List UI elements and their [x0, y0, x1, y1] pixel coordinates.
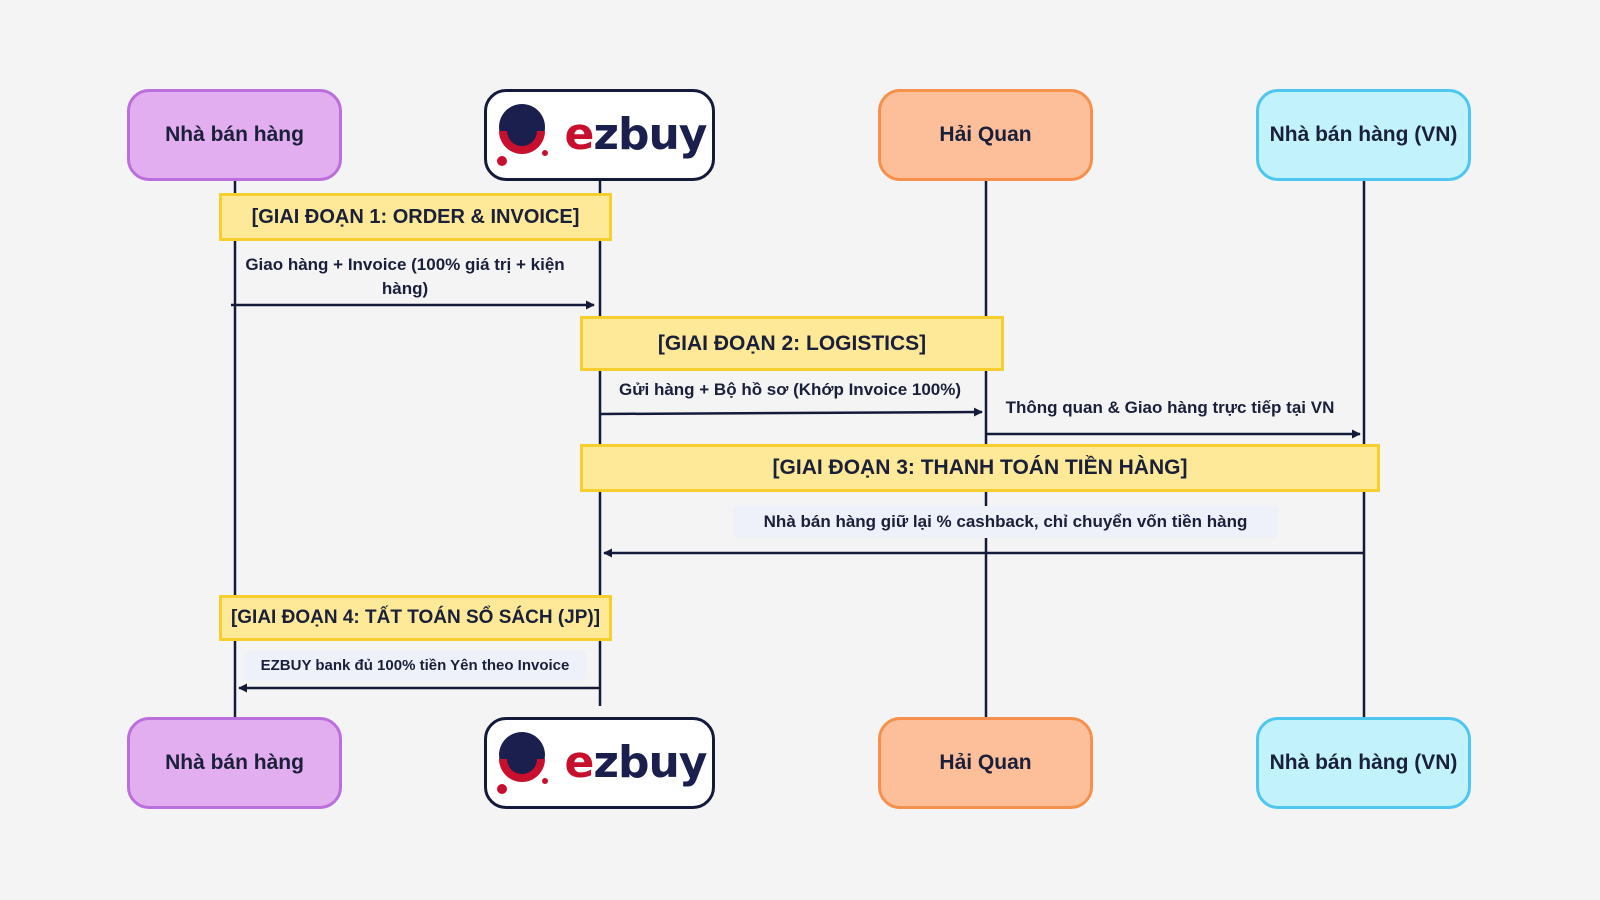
- phase-label: [GIAI ĐOẠN 4: TẤT TOÁN SỔ SÁCH (JP)]: [230, 607, 601, 628]
- actor-seller-bottom: Nhà bán hàng: [127, 717, 342, 809]
- phase-label: [GIAI ĐOẠN 1: ORDER & INVOICE]: [251, 205, 580, 228]
- phase-label: [GIAI ĐOẠN 3: THANH TOÁN TIỀN HÀNG]: [772, 456, 1188, 479]
- actor-customs-top: Hải Quan: [878, 89, 1093, 181]
- phase-2-banner: [GIAI ĐOẠN 2: LOGISTICS]: [580, 316, 1004, 371]
- message-customs-clearance: Thông quan & Giao hàng trực tiếp tại VN: [1005, 398, 1335, 417]
- phase-label: [GIAI ĐOẠN 2: LOGISTICS]: [657, 331, 927, 355]
- arrow-ezbuy-to-customs: [599, 407, 983, 417]
- actor-label: Hải Quan: [939, 751, 1032, 774]
- actor-ezbuy-bottom: ezbuy: [484, 717, 715, 809]
- message-bank-settlement: EZBUY bank đủ 100% tiền Yên theo Invoice: [244, 651, 586, 681]
- ezbuy-logo-text: ezbuy: [564, 737, 708, 788]
- message-delivery-invoice: Giao hàng + Invoice (100% giá trị + kiện…: [245, 255, 565, 298]
- actor-label: Nhà bán hàng (VN): [1269, 123, 1458, 146]
- actor-label: Nhà bán hàng: [165, 123, 304, 146]
- message-ship-documents: Gửi hàng + Bộ hồ sơ (Khớp Invoice 100%): [618, 380, 962, 399]
- actor-label: Hải Quan: [939, 123, 1032, 146]
- actor-seller-vn-top: Nhà bán hàng (VN): [1256, 89, 1471, 181]
- ezbuy-logo-mark-icon: [496, 104, 548, 166]
- ezbuy-logo: ezbuy: [493, 729, 707, 797]
- actor-ezbuy-top: ezbuy: [484, 89, 715, 181]
- phase-3-banner: [GIAI ĐOẠN 3: THANH TOÁN TIỀN HÀNG]: [580, 444, 1380, 492]
- actor-customs-bottom: Hải Quan: [878, 717, 1093, 809]
- phase-1-banner: [GIAI ĐOẠN 1: ORDER & INVOICE]: [219, 193, 612, 241]
- phase-4-banner: [GIAI ĐOẠN 4: TẤT TOÁN SỔ SÁCH (JP)]: [219, 595, 612, 641]
- actor-seller-top: Nhà bán hàng: [127, 89, 342, 181]
- ezbuy-logo-mark-icon: [496, 732, 548, 794]
- message-cashback-transfer: Nhà bán hàng giữ lại % cashback, chỉ chu…: [733, 506, 1278, 538]
- ezbuy-logo-text: ezbuy: [564, 109, 708, 160]
- actor-label: Nhà bán hàng: [165, 751, 304, 774]
- actor-label: Nhà bán hàng (VN): [1269, 751, 1458, 774]
- actor-seller-vn-bottom: Nhà bán hàng (VN): [1256, 717, 1471, 809]
- ezbuy-logo: ezbuy: [493, 101, 707, 169]
